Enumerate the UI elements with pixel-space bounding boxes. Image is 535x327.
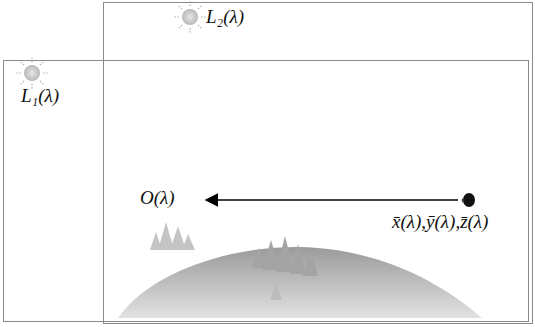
trees [150, 222, 195, 250]
trees [252, 236, 318, 300]
observer-label: x̄(λ),ȳ(λ),z̄(λ) [392, 211, 488, 234]
light-region-box: L₂(λ) [103, 2, 533, 324]
light-source-label: L₁(λ) [21, 85, 59, 108]
light-source-label: L₂(λ) [206, 6, 244, 29]
light-source-icon [16, 57, 48, 89]
light-region-box: L₁(λ) [3, 60, 529, 322]
object-label: O(λ) [140, 187, 175, 210]
eye-icon [462, 193, 476, 207]
view-arrow [206, 199, 458, 201]
light-source-icon [174, 1, 206, 33]
